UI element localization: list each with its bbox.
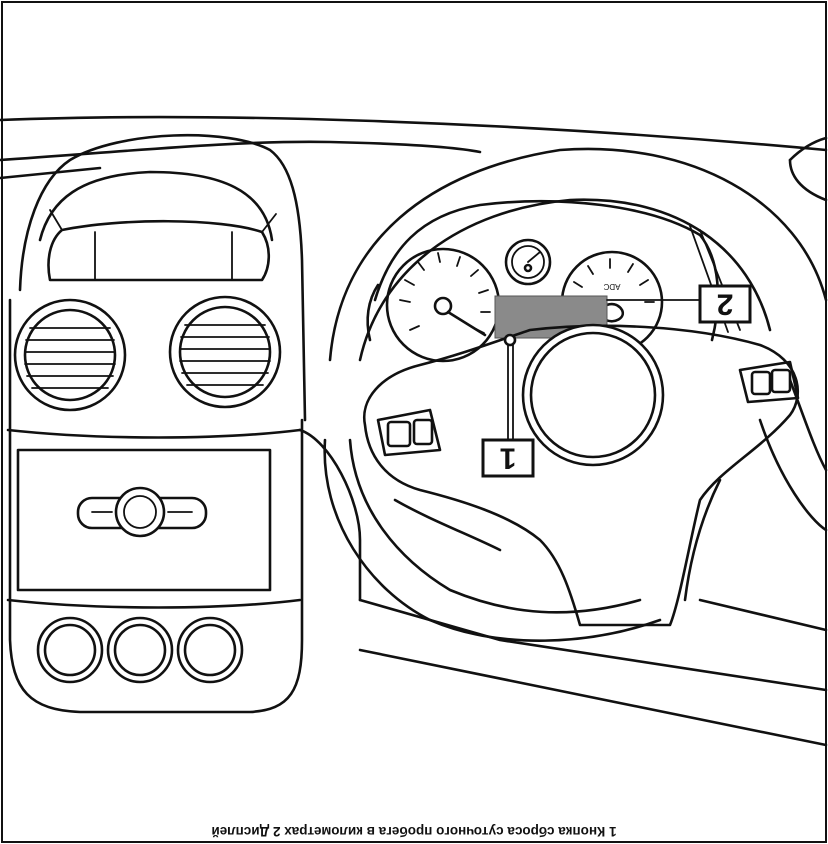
callout-2: 2: [606, 284, 752, 324]
air-vent-left: [13, 298, 127, 412]
trip-reset-button: [503, 333, 517, 441]
hazard-switch: [76, 486, 208, 538]
steering-wheel: [323, 147, 828, 642]
gauge-label: ADC: [603, 282, 620, 291]
horn-pad: [521, 323, 665, 467]
callout-1: 1: [481, 438, 535, 478]
dashboard-top-lines: [0, 115, 828, 202]
lower-dash-lines: [298, 428, 828, 747]
callout-2-number: 2: [717, 288, 734, 321]
air-vent-right: [168, 295, 282, 409]
center-console: [6, 133, 307, 714]
climate-knobs: [36, 616, 244, 684]
callout-1-number: 1: [500, 442, 517, 475]
figure-caption: 1 Кнопка сброса суточного пробега в кило…: [211, 824, 617, 839]
